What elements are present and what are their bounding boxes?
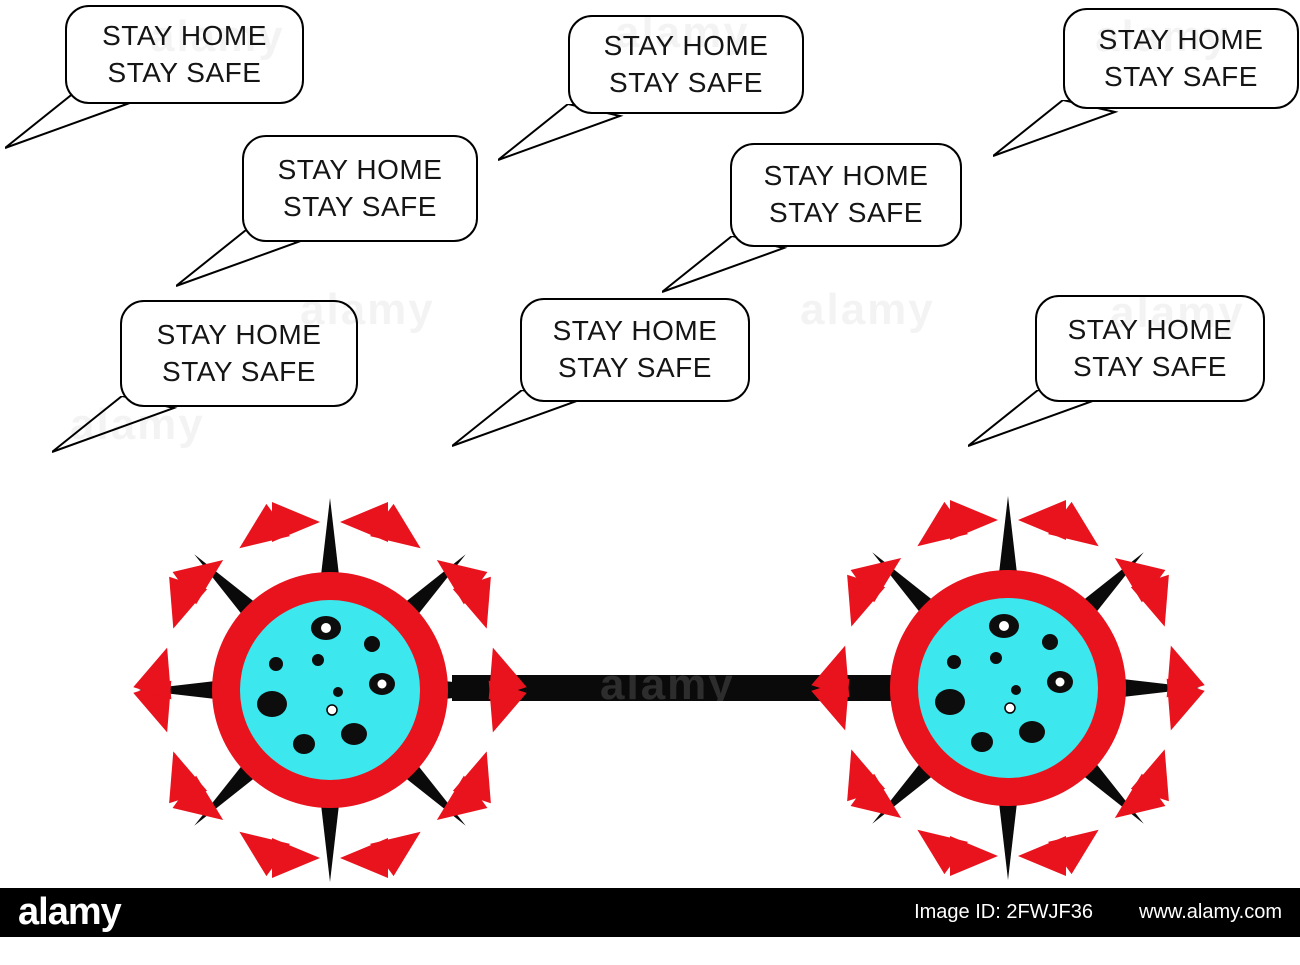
bubble-text-line2: STAY SAFE — [283, 190, 437, 222]
bubble-text-line1: STAY HOME — [277, 153, 443, 185]
bubble-text-line2: STAY SAFE — [609, 66, 763, 98]
coronavirus-icon — [132, 497, 528, 883]
bubble-text-line2: STAY SAFE — [1104, 60, 1258, 92]
bubble-text-line1: STAY HOME — [552, 315, 718, 347]
bubble-text-line2: STAY SAFE — [1073, 350, 1227, 382]
speech-bubble: STAY HOME STAY SAFE — [520, 298, 750, 402]
alamy-watermark: alamy — [800, 285, 935, 335]
speech-bubble: STAY HOME STAY SAFE — [730, 143, 962, 247]
bubble-text-line1: STAY HOME — [1067, 313, 1233, 345]
image-id-text: Image ID: 2FWJF36 — [914, 901, 1093, 923]
speech-bubble: STAY HOME STAY SAFE — [65, 5, 304, 104]
bubble-text-line2: STAY SAFE — [107, 56, 262, 88]
bubble-text-line2: STAY SAFE — [162, 355, 316, 387]
bubble-text-line1: STAY HOME — [603, 29, 769, 61]
alamy-logo: alamy — [18, 891, 122, 933]
bubble-text-line1: STAY HOME — [156, 318, 322, 350]
speech-bubble: STAY HOME STAY SAFE — [1063, 8, 1299, 109]
alamy-url: www.alamy.com — [1139, 901, 1282, 923]
speech-bubble: STAY HOME STAY SAFE — [1035, 295, 1265, 402]
bubble-text-line2: STAY SAFE — [558, 352, 712, 383]
bubble-text-line1: STAY HOME — [763, 160, 929, 192]
bubble-text-line2: STAY SAFE — [769, 197, 923, 228]
speech-bubble: STAY HOME STAY SAFE — [120, 300, 358, 407]
coronavirus-icon — [810, 495, 1206, 881]
bubble-text-line1: STAY HOME — [102, 19, 267, 51]
speech-bubble: STAY HOME STAY SAFE — [568, 15, 804, 114]
watermark-bar: alamy Image ID: 2FWJF36 www.alamy.com — [0, 888, 1300, 937]
bubble-tail — [993, 100, 1119, 157]
bubble-text-line1: STAY HOME — [1098, 23, 1264, 55]
speech-bubble: STAY HOME STAY SAFE — [242, 135, 478, 242]
